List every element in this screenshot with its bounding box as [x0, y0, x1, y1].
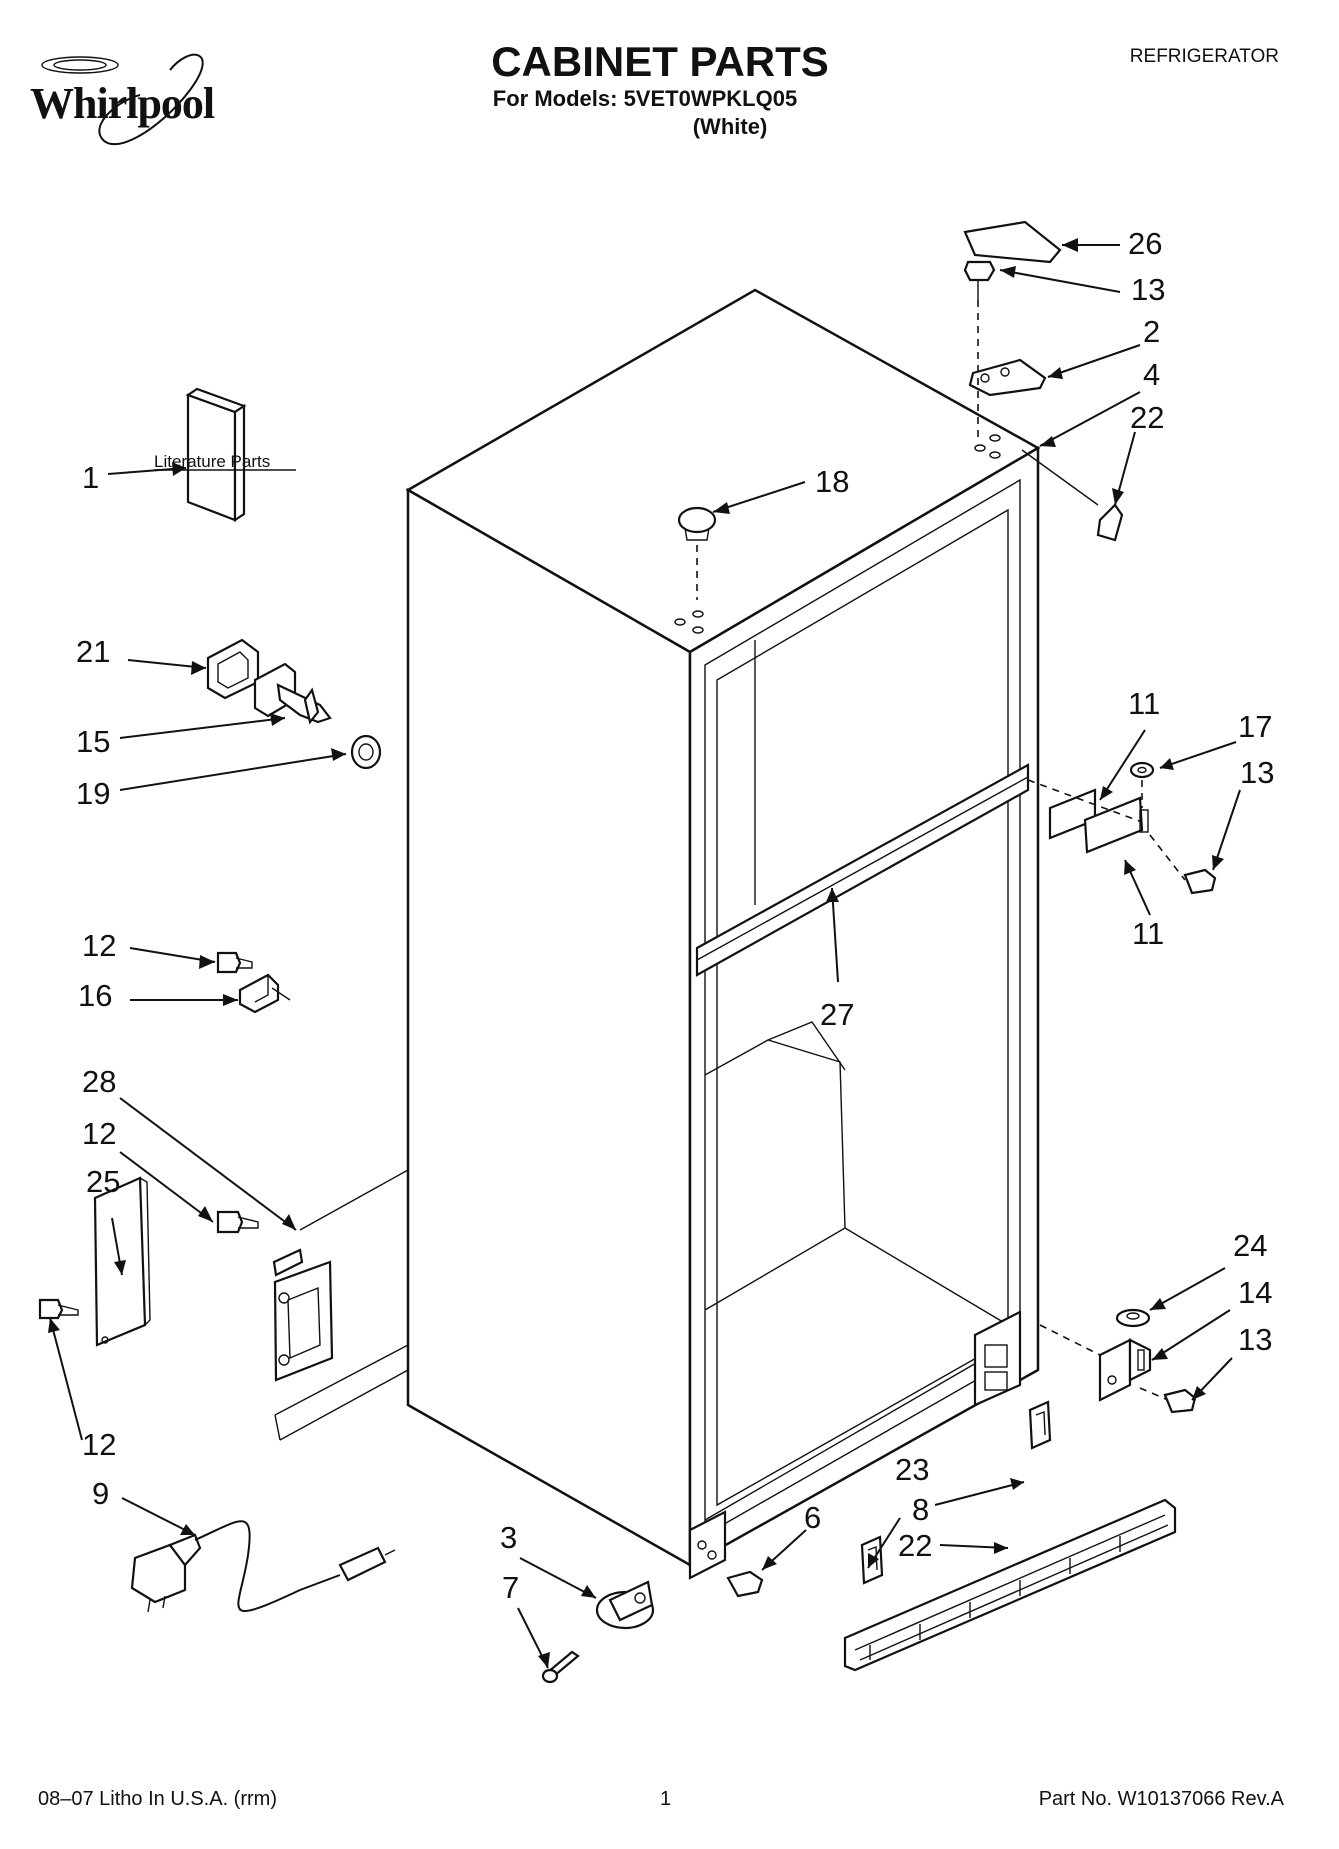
back-panel-rails	[274, 1169, 409, 1441]
callout-13-top: 13	[1131, 272, 1165, 307]
front-corner-bracket	[688, 1510, 727, 1580]
callout-9: 9	[92, 1476, 109, 1511]
top-hinge-parts	[677, 220, 1124, 542]
arrowheads	[48, 238, 1224, 1668]
callout-14: 14	[1238, 1275, 1272, 1310]
callout-12-a: 12	[82, 928, 116, 963]
callout-16: 16	[78, 978, 112, 1013]
page-number: 1	[660, 1788, 672, 1810]
callout-7: 7	[502, 1570, 519, 1605]
cabinet-body	[405, 288, 1041, 1568]
callout-25: 25	[86, 1164, 120, 1199]
callout-24: 24	[1233, 1228, 1267, 1263]
screw-clip-parts	[216, 951, 291, 1014]
callout-4: 4	[1143, 357, 1160, 392]
left-bracket-parts	[38, 1176, 334, 1382]
callout-20: 21	[76, 634, 110, 669]
callout-8: 8	[912, 1492, 929, 1527]
callout-28: 28	[82, 1064, 116, 1099]
brand-name: Whirlpool	[30, 79, 215, 128]
callout-12-b: 12	[82, 1116, 116, 1151]
callout-13-mid: 13	[1240, 755, 1274, 790]
callout-18: 18	[815, 464, 849, 499]
bottom-hinge-parts	[1098, 1308, 1197, 1414]
callout-19: 19	[76, 776, 110, 811]
logo-swoosh-icon	[41, 53, 204, 146]
power-cord-part	[130, 1520, 396, 1613]
literature-label: Literature Parts	[154, 452, 270, 471]
bottom-hinge-bracket	[973, 1310, 1022, 1407]
callout-3: 3	[500, 1520, 517, 1555]
color-line: (White)	[692, 114, 768, 139]
callout-21: 22	[1130, 400, 1164, 435]
callout-11: 11	[1128, 686, 1160, 721]
callout-2: 2	[1143, 314, 1160, 349]
page-title: CABINET PARTS	[491, 38, 829, 85]
callout-15: 15	[76, 724, 110, 759]
roller-leg-parts	[541, 1580, 655, 1684]
whirlpool-logo: Whirlpool	[20, 40, 260, 170]
callout-10: 11	[1132, 916, 1164, 951]
callout-numbers: 26 13 2 4 22 18 1 21 15 19 11 17 13 11 2…	[76, 226, 1274, 1605]
callout-12-c: 12	[82, 1427, 116, 1462]
callout-27: 27	[820, 997, 854, 1032]
alignment-lines	[696, 300, 1186, 1401]
models-line: For Models: 5VET0WPKLQ05	[492, 86, 798, 111]
callout-13-bottom: 13	[1238, 1322, 1272, 1357]
print-info: 08–07 Litho In U.S.A. (rrm)	[38, 1788, 277, 1810]
callout-26: 26	[1128, 226, 1162, 261]
callout-23: 23	[895, 1452, 929, 1487]
mullion-part	[695, 763, 1030, 977]
callout-6: 6	[804, 1500, 821, 1535]
part-number: Part No. W10137066 Rev.A	[1038, 1788, 1284, 1810]
control-knob-parts	[206, 638, 382, 770]
callout-22: 22	[898, 1528, 932, 1563]
bottom-screw-part	[726, 1570, 764, 1598]
base-grille-part	[843, 1498, 1177, 1672]
callout-17: 17	[1238, 709, 1272, 744]
center-hinge-parts	[1048, 761, 1217, 895]
callout-1: 1	[82, 460, 99, 495]
category-label: REFRIGERATOR	[1129, 46, 1279, 67]
